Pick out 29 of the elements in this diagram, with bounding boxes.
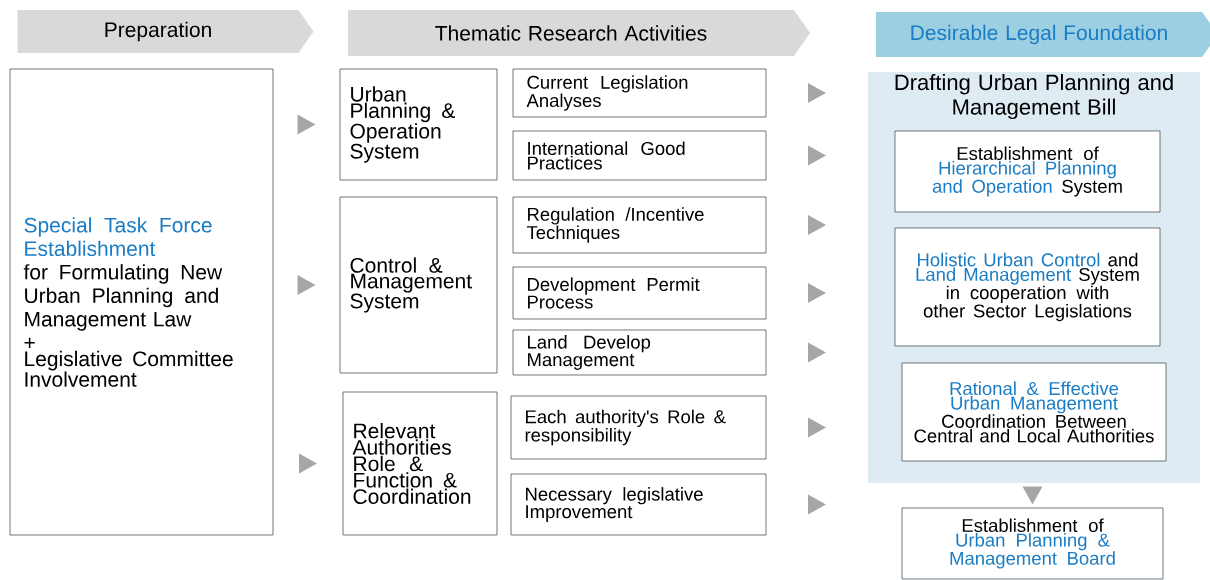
stage-banner: Desirable Legal Foundation [875,12,1210,57]
arrow [808,145,826,166]
arrow [297,275,316,295]
arrow [808,342,826,363]
text-box: Establishment of Hierarchical Planning and Operation System [894,130,1161,213]
arrow [808,283,826,303]
arrow [808,215,826,235]
text-box: Land Develop Management [512,329,767,376]
arrow [299,453,317,474]
text-box: Control & Management System [339,196,498,374]
text-box: Current Legislation Analyses [512,68,767,118]
text-box: Establishment of Urban Planning & Management Board [901,507,1164,580]
arrow [1022,486,1043,505]
stage-banner: Preparation [17,10,314,53]
text-box: International Good Practices [512,130,767,181]
text-box: Development Permit Process [512,266,767,320]
text-box: Necessary legislative Improvement [510,473,767,536]
arrow [297,114,316,135]
text-box: Relevant Authorities Role & Function & Coordination [342,391,498,536]
arrow [808,494,826,515]
text-box: Regulation /Incentive Techniques [512,196,767,254]
arrow [808,83,826,103]
text-box: Each authority's Role & responsibility [510,395,767,460]
arrow [808,417,826,438]
text-box: Urban Planning & Operation System [339,68,498,181]
text-box: Rational & Effective Urban Management Coordination Between Central and Local Authorities [901,362,1167,462]
text-box: Holistic Urban Control and Land Management System in cooperation with other Sector Legislations [894,227,1161,347]
stage-banner: Thematic Research Activities [348,10,811,56]
text-box: Special Task Force Establishment for Formulating New Urban Planning and Management Law + Legislative Committee Involvement [9,68,274,536]
